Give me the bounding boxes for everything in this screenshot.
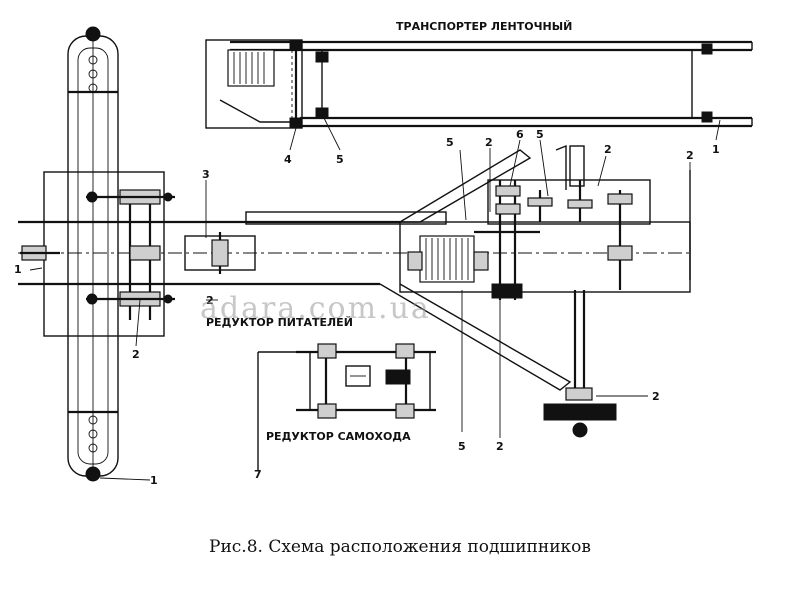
drive-reducer [257, 343, 436, 470]
callout-2-left: 2 [132, 348, 140, 361]
callout-2-top-c: 2 [686, 149, 694, 162]
label-conveyor: ТРАНСПОРТЕР ЛЕНТОЧНЫЙ [396, 20, 572, 33]
left-shafts [20, 189, 256, 320]
right-mechanism [407, 144, 633, 438]
callout-2-bottom: 2 [496, 440, 504, 453]
leader-lines [29, 117, 721, 481]
callout-2-top-a: 2 [485, 136, 493, 149]
label-feeder-reducer: РЕДУКТОР ПИТАТЕЛЕЙ [206, 316, 353, 329]
callout-7: 7 [254, 468, 262, 481]
callout-5-conveyor: 5 [336, 153, 344, 166]
callout-4: 4 [284, 153, 292, 166]
figure-caption: Рис.8. Схема расположения подшипников [209, 537, 591, 557]
callout-1-bottom: 1 [150, 474, 158, 487]
callout-1-left: 1 [14, 263, 22, 276]
watermark: adara.com.ua [200, 291, 431, 326]
callout-2-top-b: 2 [604, 143, 612, 156]
callout-3: 3 [202, 168, 210, 181]
callout-5-top-b: 5 [536, 128, 544, 141]
main-frame [18, 149, 691, 391]
bearing-layout-diagram: ТРАНСПОРТЕР ЛЕНТОЧНЫЙ РЕДУКТОР ПИТАТЕЛЕЙ… [14, 20, 753, 487]
belt-conveyor [205, 39, 753, 129]
callout-5-bottom: 5 [458, 440, 466, 453]
label-drive-reducer: РЕДУКТОР САМОХОДА [266, 430, 411, 443]
left-wheel-assembly [67, 26, 119, 482]
callout-5-top: 5 [446, 136, 454, 149]
callout-1-right: 1 [712, 143, 720, 156]
callout-6: 6 [516, 128, 524, 141]
callout-2-right-low: 2 [652, 390, 660, 403]
callout-2-left-b: 2 [206, 294, 214, 307]
